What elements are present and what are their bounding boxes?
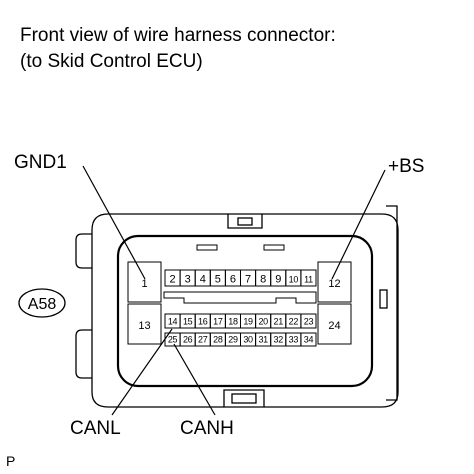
pin-number-11: 11 [304,275,313,285]
pin-number-23: 23 [304,317,314,327]
right-lock-tab [386,205,398,401]
figure-mark: P [6,453,16,469]
bottom-latch-inner [231,393,257,404]
pin-number-4: 4 [200,274,206,286]
key-nub-1 [196,244,218,251]
pin-cavity-11 [300,269,317,287]
pin-number-3: 3 [185,274,191,286]
pin-number-21: 21 [274,317,284,327]
pin-number-32: 32 [274,335,284,345]
pin-number-5: 5 [215,274,221,286]
gnd1-leader [82,165,146,280]
pin-number-24: 24 [328,320,340,332]
pin-cavity-12 [317,261,352,303]
title-line-1: Front view of wire harness connector: [20,25,336,46]
label-canl: CANL [70,418,121,439]
left-ear-bottom [75,329,92,379]
pin-number-26: 26 [183,335,193,345]
top-latch-inner [237,217,253,226]
pin-number-13: 13 [138,320,150,332]
pin-number-1: 1 [141,278,147,290]
center-divider [163,291,317,304]
pin-cavity-34 [300,332,317,347]
label-gnd1: GND1 [14,152,67,173]
pin-number-29: 29 [228,335,238,345]
pin-number-7: 7 [245,274,251,286]
pin-number-28: 28 [213,335,223,345]
pin-number-16: 16 [198,317,208,327]
pin-number-22: 22 [289,317,299,327]
pin-number-20: 20 [258,317,268,327]
pin-number-27: 27 [198,335,208,345]
canl-leader [111,328,173,416]
pin-number-30: 30 [243,335,253,345]
left-ear-top [75,233,92,269]
bottom-latch [223,389,265,407]
pin-number-33: 33 [289,335,299,345]
key-nub-2 [263,244,285,251]
pin-number-19: 19 [243,317,253,327]
connector-code-oval [18,288,66,318]
label-bs: +BS [388,156,425,177]
pin-number-17: 17 [213,317,223,327]
pin-number-12: 12 [328,278,340,290]
small-pin-grid [164,269,317,347]
pin-number-14: 14 [168,317,178,327]
right-lock-notch [379,289,388,309]
pin-number-6: 6 [230,274,236,286]
pin-number-8: 8 [260,274,266,286]
label-canh: CANH [180,418,234,439]
canh-leader [173,343,216,416]
pin-number-9: 9 [275,274,281,286]
pin-number-25: 25 [168,335,178,345]
pin-number-10: 10 [289,275,299,285]
pin-cavity-13 [127,303,162,345]
pin-number-15: 15 [183,317,193,327]
connector-face [116,234,374,388]
connector-housing [91,213,399,408]
top-latch [227,214,263,229]
bs-leader [331,169,386,280]
pin-cavity-24 [317,303,352,345]
pin-number-18: 18 [228,317,238,327]
pin-number-31: 31 [258,335,268,345]
pin-number-34: 34 [304,335,314,345]
title-line-2: (to Skid Control ECU) [20,51,203,72]
pin-cavity-23 [300,313,317,329]
pin-cavity-1 [127,261,162,303]
pin-number-2: 2 [169,274,175,286]
connector-code: A58 [28,296,57,313]
